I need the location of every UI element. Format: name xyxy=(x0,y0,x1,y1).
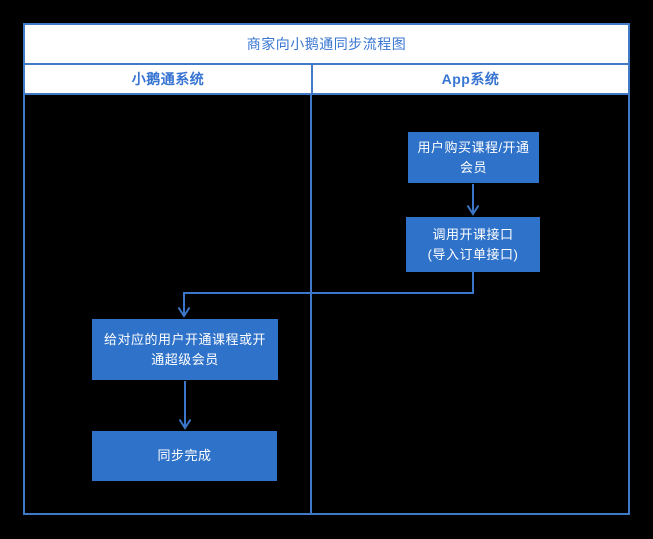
pool-border xyxy=(23,23,630,515)
node-grant-course-line2: 通超级会员 xyxy=(151,351,219,367)
diagram-title: 商家向小鹅通同步流程图 xyxy=(246,36,407,52)
node-user-purchase-line1: 用户购买课程/开通 xyxy=(417,139,530,155)
diagram-title-bar: 商家向小鹅通同步流程图 xyxy=(25,25,628,65)
node-user-purchase: 用户购买课程/开通 会员 xyxy=(408,132,539,183)
node-call-api-line2: (导入订单接口) xyxy=(427,246,519,262)
node-sync-done-line1: 同步完成 xyxy=(157,448,212,463)
node-grant-course-line1: 给对应的用户开通课程或开 xyxy=(103,331,266,347)
node-grant-course: 给对应的用户开通课程或开 通超级会员 xyxy=(92,319,278,380)
node-call-api: 调用开课接口 (导入订单接口) xyxy=(406,217,540,272)
lane-header-xiaoetong-label: 小鹅通系统 xyxy=(131,71,205,87)
node-call-api-line1: 调用开课接口 xyxy=(432,226,514,242)
lane-header-app-label: App系统 xyxy=(441,71,500,87)
node-user-purchase-line2: 会员 xyxy=(459,159,487,175)
node-sync-done: 同步完成 xyxy=(92,431,277,481)
lane-header-xiaoetong: 小鹅通系统 xyxy=(25,65,311,93)
lane-header-row: 小鹅通系统 App系统 xyxy=(25,65,628,95)
lane-header-app: App系统 xyxy=(311,65,628,93)
lane-divider xyxy=(310,95,312,513)
